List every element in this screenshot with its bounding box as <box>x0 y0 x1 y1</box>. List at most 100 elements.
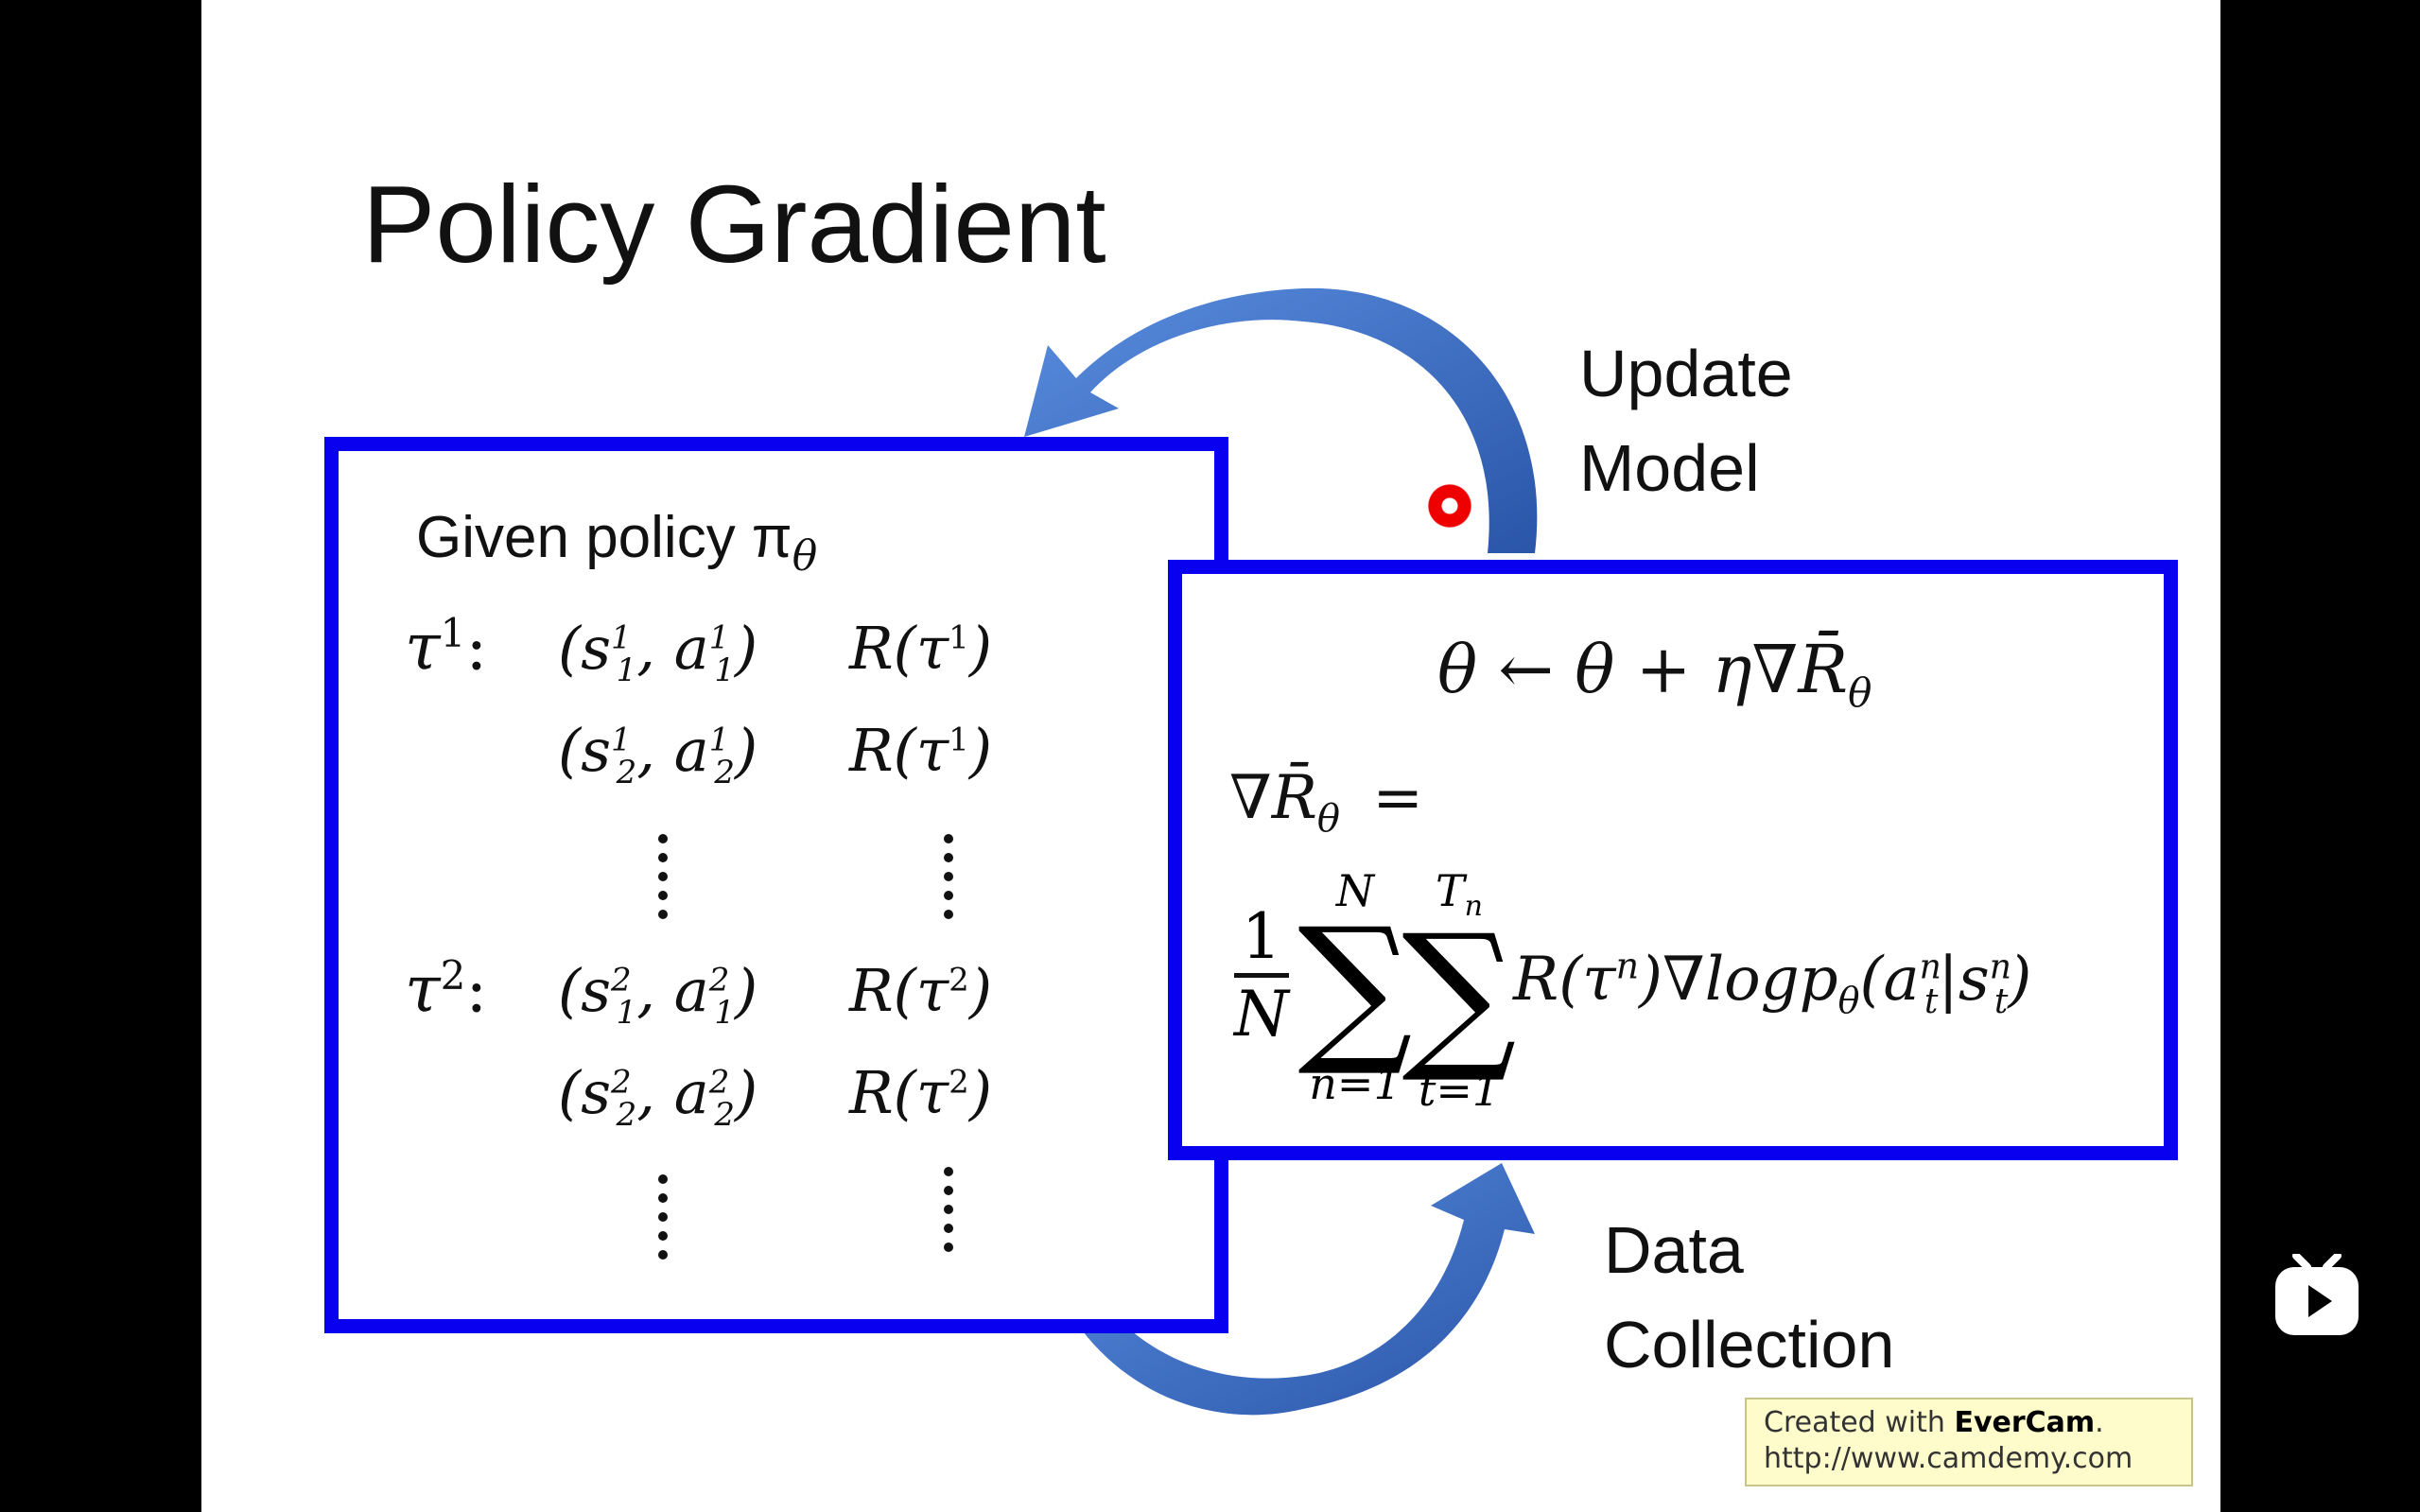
update-rule-text: θ ← θ + η∇R̄ <box>1437 631 1849 708</box>
tau2-sup: 2 <box>440 952 466 999</box>
update-formula-box: θ ← θ + η∇R̄θ ∇R̄θ = 1 N N ∑ n=1 Tn ∑ t=… <box>1168 560 2178 1160</box>
tau1-sup: 1 <box>440 610 466 656</box>
trajectory-box: Given policy πθ τ1: (s11, a11) R(τ1) (s1… <box>324 437 1228 1333</box>
given-text: Given policy π <box>416 505 792 570</box>
pair-open: (s <box>558 1058 612 1127</box>
sum-t-upper-sub: n <box>1464 890 1483 924</box>
term-a-sup: n <box>1919 947 1941 987</box>
reward-text: R(τ <box>849 956 949 1025</box>
sum-symbol: ∑ <box>1297 894 1413 1081</box>
reward-sup: 1 <box>949 618 969 657</box>
reward-close: ) <box>968 956 993 1025</box>
pair-open: (s <box>558 956 612 1025</box>
a-sup: 1 <box>708 618 730 657</box>
summation-n: N ∑ n=1 <box>1294 865 1417 1109</box>
given-policy-label: Given policy πθ <box>416 504 817 580</box>
state-action-pair: (s12, a12) <box>558 716 757 791</box>
vertical-ellipsis <box>942 1167 955 1252</box>
watermark-brand: EverCam <box>1954 1406 2096 1439</box>
term-reward-sup: n <box>1615 945 1640 987</box>
state-action-pair: (s22, a22) <box>558 1058 757 1134</box>
play-icon[interactable] <box>2273 1254 2360 1337</box>
update-label-line1: Update <box>1579 337 1793 410</box>
given-sub: θ <box>792 531 818 581</box>
a-sub: 1 <box>714 652 735 690</box>
pair-close: ) <box>734 614 758 683</box>
a-sub: 1 <box>714 994 735 1033</box>
state-action-pair: (s21, a21) <box>558 956 757 1032</box>
pair-a: , a <box>636 956 709 1025</box>
term-log-sub: θ <box>1837 979 1860 1021</box>
slide-title: Policy Gradient <box>362 163 1106 286</box>
a-sub: 2 <box>714 754 735 792</box>
reward-value: R(τ1) <box>849 716 992 785</box>
s-sub: 1 <box>616 994 637 1033</box>
reward-close: ) <box>968 716 993 785</box>
cycle-arrows <box>1024 287 1538 1416</box>
update-rule-sub: θ <box>1848 669 1872 716</box>
data-label-line2: Collection <box>1604 1308 1895 1382</box>
reward-sup: 1 <box>949 721 969 759</box>
term-s-sub: t <box>1993 982 2009 1021</box>
vertical-ellipsis <box>656 1174 670 1260</box>
sum-t-lower: t=1 <box>1418 1065 1501 1117</box>
s-sub: 1 <box>616 652 637 690</box>
sum-n-lower: n=1 <box>1309 1058 1402 1109</box>
a-sup: 1 <box>708 721 730 759</box>
laser-pointer <box>1428 484 1471 528</box>
pair-a: , a <box>636 716 709 785</box>
s-sub: 2 <box>616 754 637 792</box>
sum-t-upper: T <box>1435 865 1465 916</box>
reward-sup: 2 <box>949 1063 969 1102</box>
term-reward: R(τ <box>1513 945 1616 1015</box>
term-log: )∇logp <box>1639 945 1838 1015</box>
pair-close: ) <box>734 1058 758 1127</box>
gradient-lhs: ∇R̄θ = <box>1229 763 1423 841</box>
reward-close: ) <box>968 614 993 683</box>
evercam-watermark[interactable]: Created with EverCam. http://www.camdemy… <box>1745 1398 2193 1486</box>
data-label-line1: Data <box>1604 1213 1744 1287</box>
term-a-sub: t <box>1924 982 1939 1021</box>
term-s-sup: n <box>1989 947 2011 987</box>
update-model-label: Update Model <box>1579 326 1793 515</box>
gradient-lhs-text: ∇R̄ <box>1229 763 1317 833</box>
reward-text: R(τ <box>849 614 949 683</box>
update-rule: θ ← θ + η∇R̄θ <box>1437 631 1872 716</box>
term-s: |s <box>1938 945 1990 1015</box>
data-collection-label: Data Collection <box>1604 1203 1894 1392</box>
vertical-ellipsis <box>942 834 955 919</box>
reward-close: ) <box>968 1058 993 1127</box>
pair-close: ) <box>734 716 758 785</box>
tau2-label: τ2: <box>405 952 487 1028</box>
watermark-suffix: . <box>2095 1406 2104 1439</box>
s-sup: 2 <box>611 1063 632 1102</box>
summation-t: Tn ∑ t=1 <box>1398 865 1521 1116</box>
term-close: ) <box>2008 945 2032 1015</box>
reward-sup: 2 <box>949 961 969 999</box>
fraction-denominator: N <box>1234 978 1289 1051</box>
watermark-url: http://www.camdemy.com <box>1764 1442 2133 1475</box>
term-a: (a <box>1859 945 1920 1015</box>
tau2-colon: : <box>465 952 488 1028</box>
gradient-lhs-sub: θ <box>1316 796 1340 841</box>
tau1-colon: : <box>465 610 488 686</box>
watermark-prefix: Created with <box>1764 1406 1955 1439</box>
s-sub: 2 <box>616 1096 637 1135</box>
tau1-symbol: τ <box>405 610 441 686</box>
a-sub: 2 <box>714 1096 735 1135</box>
pair-open: (s <box>558 716 612 785</box>
pair-close: ) <box>734 956 758 1025</box>
pair-a: , a <box>636 614 709 683</box>
reward-text: R(τ <box>849 716 949 785</box>
s-sup: 1 <box>611 618 632 657</box>
s-sup: 1 <box>611 721 632 759</box>
pair-a: , a <box>636 1058 709 1127</box>
a-sup: 2 <box>708 1063 730 1102</box>
sum-symbol: ∑ <box>1402 900 1517 1088</box>
one-over-n-fraction: 1 N <box>1234 900 1289 1051</box>
reward-value: R(τ1) <box>849 614 992 683</box>
update-arrow <box>1024 287 1538 553</box>
gradient-term: R(τn)∇logpθ(ant|snt) <box>1513 945 2031 1021</box>
update-label-line2: Model <box>1579 431 1760 505</box>
gradient-equals: = <box>1372 763 1423 833</box>
